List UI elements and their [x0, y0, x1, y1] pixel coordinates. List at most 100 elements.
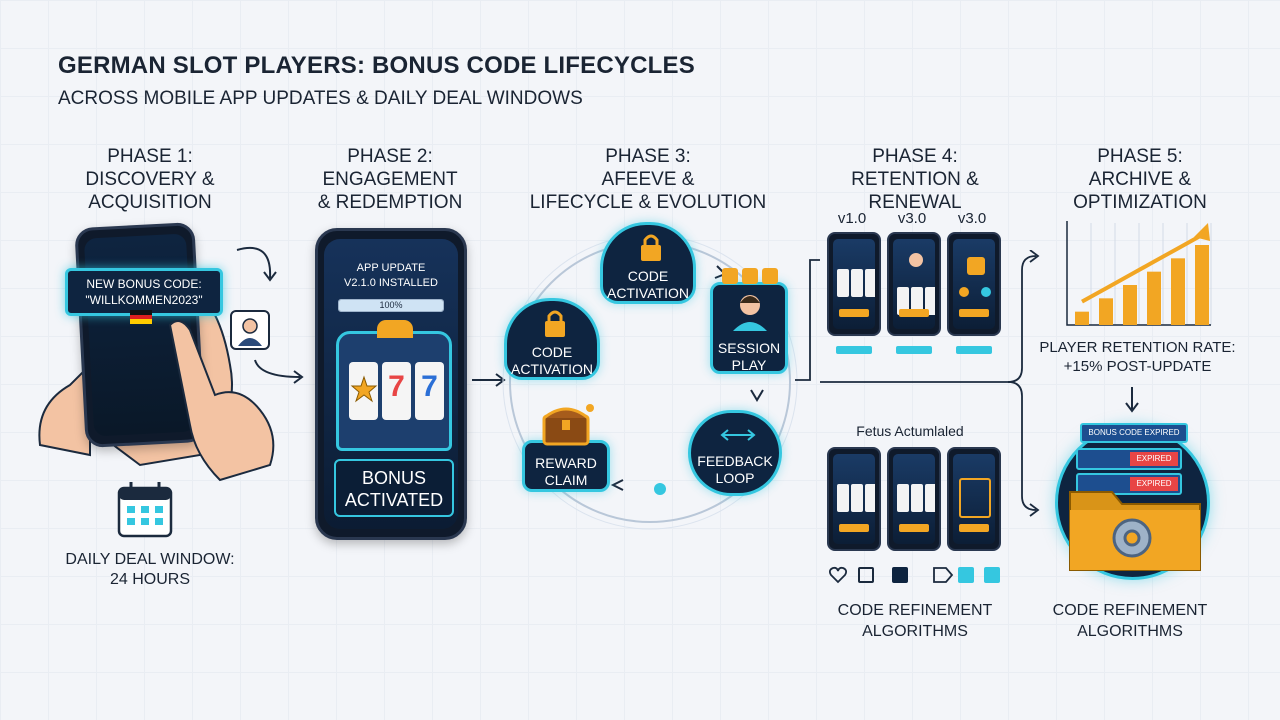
feature-phone-3	[947, 447, 1001, 551]
star-icon	[350, 375, 378, 403]
pointing-hand-icon	[168, 320, 275, 482]
feedback-loop-node[interactable]: FEEDBACK LOOP	[688, 410, 782, 496]
slot-symbols-strip	[722, 268, 778, 284]
square-accent-icon	[984, 567, 1000, 583]
lock-icon	[641, 234, 661, 261]
phase-4-refine-line-1: CODE REFINEMENT	[837, 602, 993, 619]
phase-5-title-line-1: PHASE 5:	[1097, 146, 1183, 167]
player-avatar	[230, 310, 270, 350]
user-icon	[238, 318, 262, 346]
curved-arrow-icon	[236, 246, 277, 282]
square-filled-icon	[892, 567, 908, 583]
popup-code: "WILLKOMMEN2023"	[85, 293, 203, 307]
expired-badge-3: EXPIRED	[1130, 477, 1178, 491]
version-label-2: v3.0	[897, 210, 927, 227]
phase-3-title: PHASE 3: AFEEVE & LIFECYCLE & EVOLUTION	[528, 145, 768, 214]
new-bonus-code-popup[interactable]: NEW BONUS CODE: "WILLKOMMEN2023"	[65, 268, 223, 316]
phase-4-title-line-2: RETENTION &	[851, 169, 979, 190]
feature-phone-2-screen	[893, 454, 935, 544]
features-label: Fetus Actumlaled	[856, 423, 964, 439]
version-phone-2	[887, 232, 941, 336]
phase-5-refine-line-2: ALGORITHMS	[1077, 623, 1183, 640]
version-phone-3-base	[956, 346, 992, 354]
phase-4-title: PHASE 4: RETENTION & RENEWAL	[825, 145, 1005, 214]
double-arrow-icon	[720, 429, 756, 441]
version-phone-1-screen	[833, 239, 875, 329]
feedback-loop-line-1: FEEDBACK	[697, 453, 773, 469]
chart-bar	[1147, 271, 1161, 325]
seven-symbol-icon: 7	[388, 370, 405, 403]
expired-badge-2: EXPIRED	[1130, 452, 1178, 466]
phase-2-title-line-1: PHASE 2:	[347, 146, 433, 167]
version-label-3: v3.0	[957, 210, 987, 227]
phase-1-title-line-2: DISCOVERY &	[85, 169, 215, 190]
session-play-node[interactable]: SESSION PLAY	[710, 282, 788, 374]
expired-tag-2: EXPIRED	[1076, 448, 1182, 470]
arrow-down-icon	[1125, 387, 1139, 413]
phase-3-title-line-3: LIFECYCLE & EVOLUTION	[529, 192, 767, 213]
bonus-activated-line-1: BONUS	[361, 468, 426, 488]
update-progress-bar: 100%	[338, 299, 444, 312]
code-activation-node-left[interactable]: CODE ACTIVATION	[504, 298, 600, 380]
page-subtitle: ACROSS MOBILE APP UPDATES & DAILY DEAL W…	[58, 88, 583, 109]
phase-2-title: PHASE 2: ENGAGEMENT & REDEMPTION	[300, 145, 480, 214]
phase-3-title-line-2: AFEEVE &	[601, 169, 695, 190]
square-accent-icon	[958, 567, 974, 583]
app-update-line-2: V2.1.0 INSTALLED	[344, 277, 438, 289]
version-phone-2-screen	[893, 239, 935, 329]
chart-bar	[1099, 298, 1113, 325]
slot-machine-top	[377, 320, 413, 338]
calendar-icon	[117, 482, 173, 538]
phase-2-phone: APP UPDATE V2.1.0 INSTALLED 100% 7 7 BON…	[315, 228, 467, 540]
branch-connector	[795, 250, 1040, 517]
phase-1-title-line-1: PHASE 1:	[107, 146, 193, 167]
phase-3-title-line-1: PHASE 3:	[605, 146, 691, 167]
version-phone-1	[827, 232, 881, 336]
folder-gear-icon	[1069, 491, 1201, 571]
update-progress-fill	[339, 300, 443, 311]
phase-4-refine-label: CODE REFINEMENT ALGORITHMS	[820, 600, 1010, 642]
chart-trend-arrowhead	[1194, 223, 1210, 241]
retention-label-line-1: PLAYER RETENTION RATE:	[1039, 339, 1236, 356]
feature-icon-row	[828, 565, 1008, 587]
version-phone-3	[947, 232, 1001, 336]
reward-claim-label: REWARD CLAIM	[525, 455, 607, 489]
phase-4-title-line-3: RENEWAL	[868, 192, 962, 213]
phase-5-title: PHASE 5: ARCHIVE & OPTIMIZATION	[1050, 145, 1230, 214]
treasure-chest-icon	[542, 404, 594, 446]
retention-label: PLAYER RETENTION RATE: +15% POST-UPDATE	[1030, 338, 1245, 376]
slot-machine: 7 7	[336, 320, 452, 451]
phase-5-title-line-2: ARCHIVE &	[1088, 169, 1192, 190]
chart-bar	[1171, 258, 1185, 325]
phase-2-title-line-3: & REDEMPTION	[317, 192, 463, 213]
expired-tag-3: EXPIRED	[1076, 473, 1182, 495]
player-icon	[733, 295, 767, 331]
version-label-1: v1.0	[837, 210, 867, 227]
tag-icon	[933, 567, 954, 583]
square-outline-icon	[858, 567, 874, 583]
daily-deal-label-line-2: 24 HOURS	[109, 571, 191, 588]
session-play-line-2: PLAY	[731, 357, 767, 373]
code-activation-left-line-1: CODE	[531, 344, 573, 360]
daily-deal-label: DAILY DEAL WINDOW: 24 HOURS	[60, 550, 240, 590]
session-play-line-1: SESSION	[717, 340, 781, 356]
slot-reel-3	[415, 362, 444, 420]
phase-4-title-line-1: PHASE 4:	[872, 146, 958, 167]
code-activation-node-top[interactable]: CODE ACTIVATION	[600, 222, 696, 304]
bonus-activated-line-2: ACTIVATED	[344, 490, 444, 510]
code-activation-top-line-2: ACTIVATION	[607, 285, 689, 301]
chart-bar	[1123, 285, 1137, 325]
reward-claim-node[interactable]: REWARD CLAIM	[522, 440, 610, 492]
retention-label-line-2: +15% POST-UPDATE	[1063, 358, 1212, 375]
feature-phone-1-screen	[833, 454, 875, 544]
german-flag-icon	[130, 310, 152, 324]
phase-2-title-line-2: ENGAGEMENT	[322, 169, 458, 190]
phase-5-refine-line-1: CODE REFINEMENT	[1052, 602, 1208, 619]
reward-claim-line-2: CLAIM	[544, 472, 588, 488]
seven-symbol-icon: 7	[421, 370, 438, 403]
feature-phone-1	[827, 447, 881, 551]
code-activation-label-left: CODE ACTIVATION	[507, 344, 597, 378]
reward-claim-line-1: REWARD	[535, 455, 597, 471]
bonus-activated-banner[interactable]: BONUS ACTIVATED	[334, 459, 454, 517]
slot-reel-2	[382, 362, 411, 420]
